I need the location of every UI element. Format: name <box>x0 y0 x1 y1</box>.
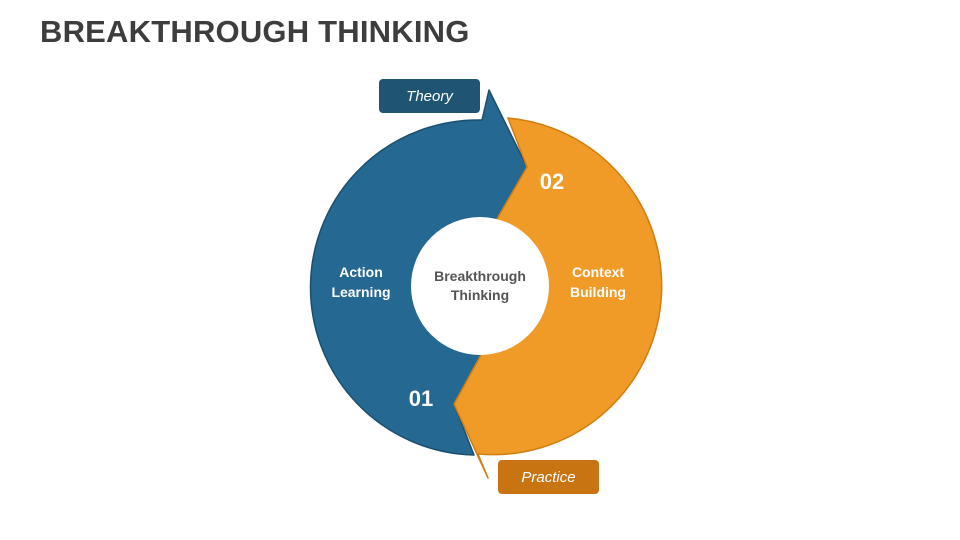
step-02-number: 02 <box>540 169 564 194</box>
center-circle <box>411 217 549 355</box>
step-01-number: 01 <box>409 386 433 411</box>
practice-tag: Practice <box>498 460 599 494</box>
slide-title: BREAKTHROUGH THINKING <box>40 14 470 49</box>
context-building-line1: Context <box>572 264 624 280</box>
action-learning-line2: Learning <box>331 284 390 300</box>
theory-tag: Theory <box>379 79 480 113</box>
center-line2: Thinking <box>451 287 509 303</box>
action-learning-line1: Action <box>339 264 383 280</box>
theory-tag-label: Theory <box>406 87 453 105</box>
center-line1: Breakthrough <box>434 268 526 284</box>
practice-tag-label: Practice <box>521 468 576 486</box>
context-building-line2: Building <box>570 284 626 300</box>
